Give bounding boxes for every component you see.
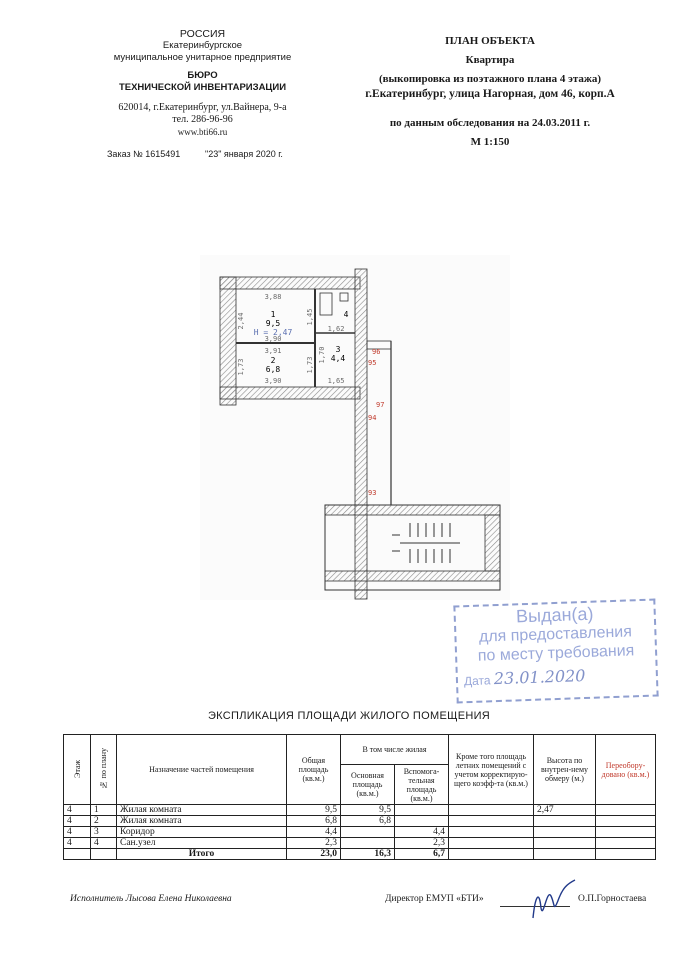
dim-label: 3,88 [265,293,282,301]
table-total-row: Итого 23,0 16,3 6,7 [63,848,656,860]
plan-scale: М 1:150 [470,136,510,148]
marker-label: 95 [368,359,376,367]
header-name: Назначение частей помещения [116,734,287,805]
stamp-date-value: 23.01.2020 [493,665,586,689]
bureau-line1: БЮРО [187,70,218,81]
header-total: Общая площадь (кв.м.) [286,734,341,805]
order-number: Заказ № 1615491 [107,149,181,159]
header-main: Основная площадь (кв.м.) [340,764,395,805]
header-incl: В том числе жилая [340,734,449,765]
marker-label: 94 [368,414,376,422]
issue-stamp: Выдан(а) для предоставления по месту тре… [453,598,659,704]
dim-label: 1,65 [328,377,345,385]
dim-label: 3,91 [265,347,282,355]
wall-south [219,386,361,400]
dim-label: 1,70 [318,347,326,364]
stair-wall-top [324,504,501,516]
executor-line: Исполнитель Лысова Елена Николаевна [70,894,232,904]
room-4-number: 4 [344,310,349,319]
toilet [339,292,349,302]
dim-label: 1,73 [306,357,314,374]
dim-label: 1,73 [237,359,245,376]
stair-steps [392,523,460,563]
marker-label: 96 [372,348,380,356]
bathtub [319,292,333,316]
dim-label: 3,90 [265,377,282,385]
plan-address: г.Екатеринбург, улица Нагорная, дом 46, … [365,88,615,100]
org-header: РОССИЯ Екатеринбургское муниципальное ун… [90,28,315,138]
room-1-area: 9,5 [266,319,281,328]
wall-east [354,268,368,600]
org-country: РОССИЯ [179,28,226,40]
bureau-line2: ТЕХНИЧЕСКОЙ ИНВЕНТАРИЗАЦИИ [118,82,287,93]
order-date: "23" января 2020 г. [205,149,283,159]
plan-source: (выкопировка из поэтажного плана 4 этажа… [378,73,602,85]
stair-wall-east [484,514,501,572]
marker-label: 97 [376,401,384,409]
wall-west [219,276,237,406]
plan-title: ПЛАН ОБЪЕКТА [445,35,535,47]
wall-north [219,276,361,290]
header-floor: Этаж [63,734,91,805]
room-3-number: 3 [336,345,341,354]
header-reequip: Переобору-довано (кв.м.) [595,734,656,805]
room-2-area: 6,8 [266,365,281,374]
dim-label: 2,44 [237,313,245,330]
org-site: www.bti66.ru [177,127,228,137]
explication-table: Этаж № по плану Назначение частей помеще… [63,734,656,860]
room-height: H = 2,47 [254,328,293,337]
org-phone: тел. 286-96-96 [172,114,233,125]
room-3-area: 4,4 [331,354,346,363]
org-city: Екатеринбургское [162,40,243,51]
org-type: муниципальное унитарное предприятие [113,52,292,63]
dim-label: 3,90 [265,335,282,343]
header-height: Высота по внутрен-нему обмеру (м.) [533,734,596,805]
plan-survey: по данным обследования на 24.03.2011 г. [389,117,591,129]
marker-label: 93 [368,489,376,497]
director-name: О.П.Горностаева [578,894,647,904]
org-address: 620014, г.Екатеринбург, ул.Вайнера, 9-а [118,102,287,113]
room-2-number: 2 [271,356,276,365]
header-aux: Вспомога-тельная площадь (кв.м.) [394,764,449,805]
director-label: Директор ЕМУП «БТИ» [385,894,484,904]
stair-wall-bottom [324,570,501,582]
room-1-number: 1 [271,310,276,319]
dim-label: 1,45 [306,309,314,326]
dim-label: 1,62 [328,325,345,333]
director-signature [532,879,576,919]
stamp-date-label: Дата [463,673,491,689]
table-title: ЭКСПЛИКАЦИЯ ПЛОЩАДИ ЖИЛОГО ПОМЕЩЕНИЯ [207,710,491,722]
header-room-no: № по плану [90,734,117,805]
plan-header: ПЛАН ОБЪЕКТА Квартира (выкопировка из по… [330,34,650,150]
header-summer: Кроме того площадь летних помещений с уч… [448,734,534,805]
plan-object: Квартира [465,54,515,66]
floor-plan: 1 9,5 H = 2,47 2 6,8 4 3 4,4 3,88 3,90 3… [200,255,510,600]
